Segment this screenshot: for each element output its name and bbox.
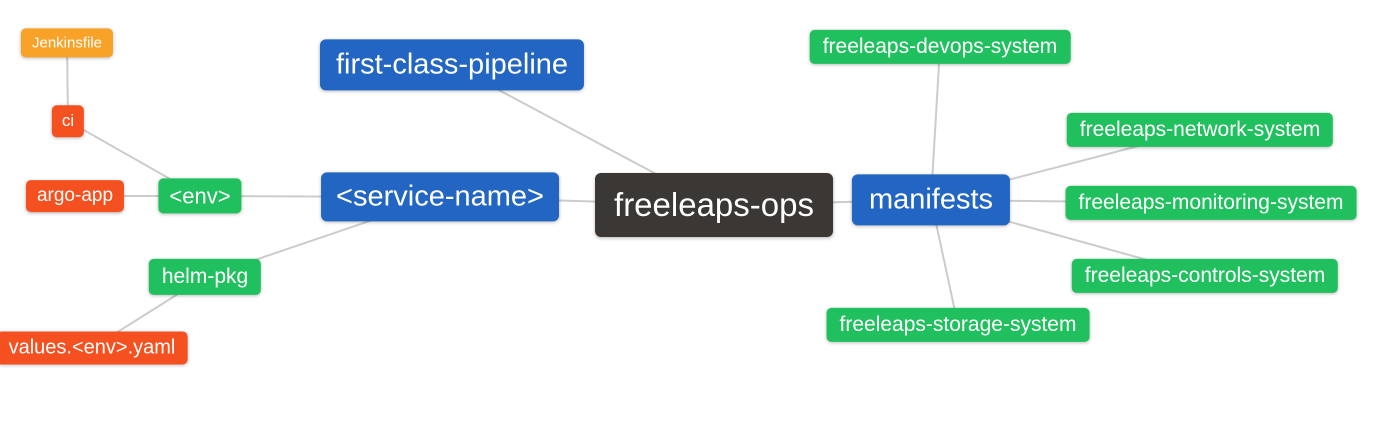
- node-argo-app[interactable]: argo-app: [25, 180, 125, 212]
- node-freeleaps-ops-root[interactable]: freeleaps-ops: [595, 173, 833, 237]
- node-env[interactable]: <env>: [158, 178, 242, 214]
- node-freeleaps-network-system[interactable]: freeleaps-network-system: [1066, 112, 1334, 148]
- node-freeleaps-monitoring-system[interactable]: freeleaps-monitoring-system: [1065, 185, 1357, 221]
- node-values-env-yaml[interactable]: values.<env>.yaml: [0, 331, 188, 365]
- node-freeleaps-controls-system[interactable]: freeleaps-controls-system: [1071, 258, 1339, 294]
- node-helm-pkg[interactable]: helm-pkg: [148, 258, 262, 296]
- node-manifests[interactable]: manifests: [851, 174, 1011, 226]
- node-service-name[interactable]: <service-name>: [321, 172, 559, 222]
- node-freeleaps-devops-system[interactable]: freeleaps-devops-system: [809, 29, 1071, 65]
- node-jenkinsfile[interactable]: Jenkinsfile: [20, 28, 114, 58]
- node-freeleaps-storage-system[interactable]: freeleaps-storage-system: [826, 307, 1090, 343]
- node-ci[interactable]: ci: [51, 105, 85, 137]
- node-first-class-pipeline[interactable]: first-class-pipeline: [319, 39, 585, 91]
